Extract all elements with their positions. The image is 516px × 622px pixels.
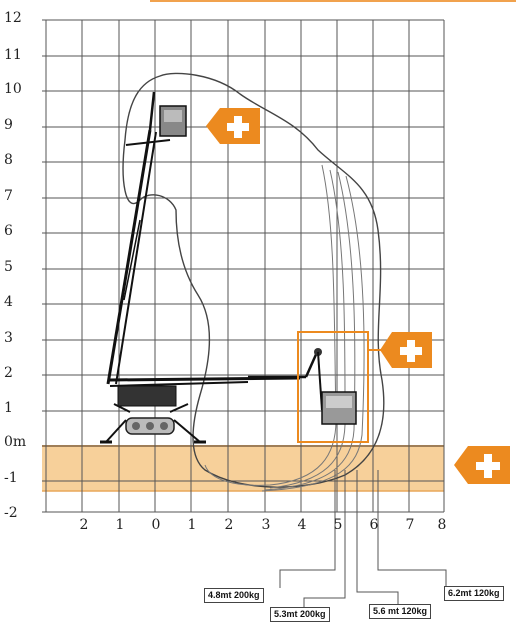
x-label: 0: [151, 517, 161, 533]
reach-leader-lines: [279, 470, 447, 612]
reach-label-6-2: 6.2mt 120kg: [444, 586, 504, 601]
y-label: 1: [4, 400, 13, 416]
y-label: -2: [4, 505, 18, 521]
reach-label-4-8: 4.8mt 200kg: [204, 588, 264, 603]
x-label: 8: [437, 517, 447, 533]
grid: [42, 19, 445, 513]
plus-icon[interactable]: [206, 106, 260, 146]
y-label: 6: [4, 223, 13, 239]
y-label: 0m: [4, 434, 27, 450]
basket-highlight-frame: [297, 331, 369, 443]
plus-icon[interactable]: [454, 444, 510, 486]
x-label: 3: [261, 517, 271, 533]
y-label: 10: [4, 81, 22, 97]
aerial-platform-machine: [100, 91, 357, 444]
plus-icon[interactable]: [380, 330, 432, 370]
y-label: 4: [4, 294, 13, 310]
y-label: 8: [4, 152, 13, 168]
y-label: 11: [4, 47, 22, 63]
x-label: 5: [333, 517, 343, 533]
y-label: 5: [4, 259, 13, 275]
y-label: 3: [4, 330, 13, 346]
y-label: 2: [4, 365, 13, 381]
y-label: 9: [4, 117, 13, 133]
x-label: 2: [224, 517, 234, 533]
working-envelope: [122, 72, 385, 488]
x-label: 7: [405, 517, 415, 533]
top-accent-bar: [150, 0, 516, 2]
reach-label-5-6: 5.6 mt 120kg: [369, 604, 432, 619]
x-label: 1: [115, 517, 125, 533]
x-label: 2: [79, 517, 89, 533]
x-label: 6: [369, 517, 379, 533]
y-label: -1: [4, 470, 18, 486]
x-label: 1: [187, 517, 197, 533]
x-label: 4: [297, 517, 307, 533]
y-label: 7: [4, 188, 13, 204]
y-label: 12: [4, 10, 22, 26]
